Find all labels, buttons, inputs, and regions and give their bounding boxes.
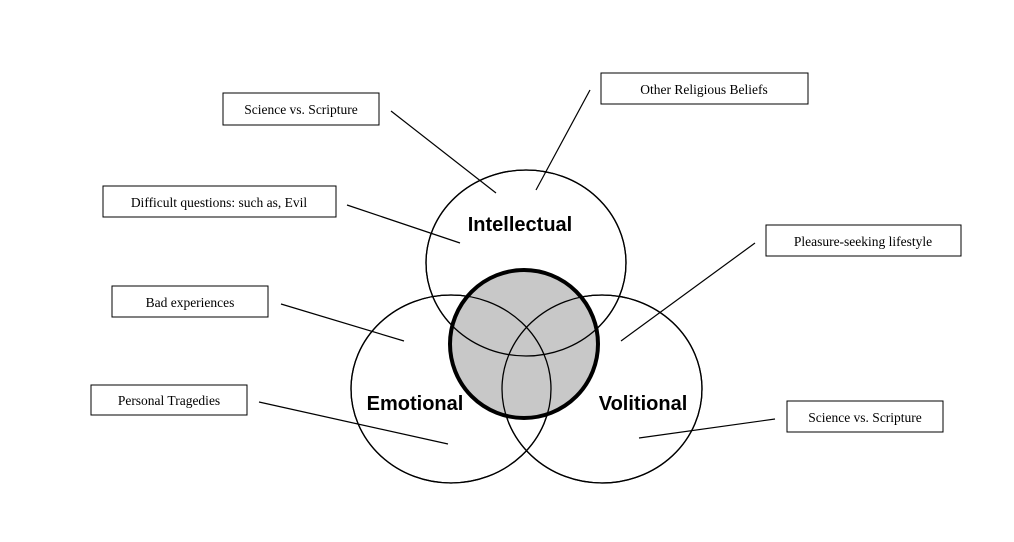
- intellectual-circle-outline: [425, 169, 627, 357]
- box-bad-experiences: Bad experiences: [111, 285, 269, 318]
- connector-difficult-questions: [346, 204, 461, 244]
- volitional-circle-outline: [501, 294, 703, 484]
- box-personal-tragedies-text: Personal Tragedies: [118, 393, 220, 408]
- box-science-vs-scripture-bottom: Science vs. Scripture: [786, 400, 944, 433]
- emotional-label: Emotional: [367, 393, 464, 415]
- box-science-vs-scripture-top-text: Science vs. Scripture: [244, 102, 358, 117]
- connector-other-religious: [535, 89, 591, 191]
- box-bad-experiences-text: Bad experiences: [146, 295, 235, 310]
- box-pleasure-seeking-lifestyle-text: Pleasure-seeking lifestyle: [794, 234, 932, 249]
- intellectual-label: Intellectual: [468, 214, 572, 236]
- box-science-vs-scripture-bottom-text: Science vs. Scripture: [808, 410, 922, 425]
- emotional-circle-outline: [350, 294, 552, 484]
- box-other-religious-beliefs: Other Religious Beliefs: [600, 72, 809, 105]
- box-personal-tragedies: Personal Tragedies: [90, 384, 248, 416]
- box-science-vs-scripture-top: Science vs. Scripture: [222, 92, 380, 126]
- connector-science-bottom: [638, 418, 776, 439]
- volitional-label: Volitional: [599, 393, 688, 415]
- box-difficult-questions-text: Difficult questions: such as, Evil: [131, 195, 308, 210]
- box-pleasure-seeking-lifestyle: Pleasure-seeking lifestyle: [765, 224, 962, 257]
- connector-personal-tragedies: [258, 401, 449, 445]
- box-other-religious-beliefs-text: Other Religious Beliefs: [640, 82, 767, 97]
- center-overlap-circle: [448, 268, 600, 420]
- box-difficult-questions: Difficult questions: such as, Evil: [102, 185, 337, 218]
- connector-bad-experiences: [280, 303, 405, 342]
- connector-pleasure-seeking: [620, 242, 756, 342]
- connector-science-top: [390, 110, 497, 194]
